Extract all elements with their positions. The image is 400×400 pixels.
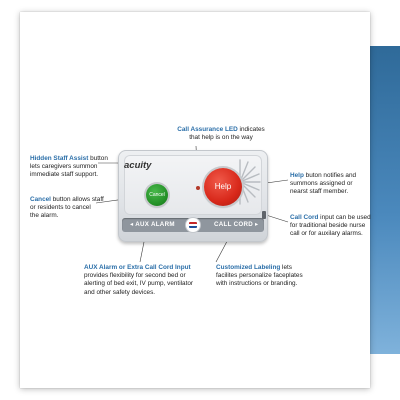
callout-call-cord: Call Cord input can be used for traditio… [290,214,372,239]
callout-led: Call Assurance LED indicates that help i… [166,126,276,142]
callout-hidden-body2: lets caregivers summon [30,163,98,171]
callout-customized-labeling: Customized Labeling lets facilites perso… [216,264,316,289]
cord-line [265,214,289,223]
cancel-button[interactable]: Cancel [146,184,168,206]
callout-help-body2: summons assigned or [290,180,353,188]
callout-cancel-head: Cancel [30,196,51,203]
callout-led-body2: that help is on the way [189,134,253,142]
callout-aux-head: AUX Alarm or Extra Call Cord Input [84,264,191,271]
callout-aux-alarm: AUX Alarm or Extra Call Cord Input provi… [84,264,204,297]
callout-help-body3: nearst staff member. [290,188,349,196]
callout-cancel-body3: the alarm. [30,212,59,220]
callout-cancel: Cancel button allows staff or residents … [30,196,110,221]
callout-hidden-head: Hidden Staff Assist [30,155,89,162]
callout-label-body1: lets [280,264,292,271]
callout-cord-body1: input can be used [318,214,371,221]
callout-cancel-body2: or residents to cancel [30,204,91,212]
callout-hidden-staff-assist: Hidden Staff Assist button lets caregive… [30,155,120,180]
callout-cord-body2: for traditional beside nurse [290,222,366,230]
callout-aux-body3: and other safety devices. [84,288,156,296]
brand-logo-acuity: acuity [124,160,152,171]
callout-help-head: Help [290,172,304,179]
callout-led-head: Call Assurance LED [177,126,238,133]
call-cord-text: CALL CORD [214,221,254,228]
callout-label-body2: facilites personalize faceplates [216,272,303,280]
callout-cancel-body1: button allows staff [50,196,104,203]
flag-badge-icon [186,218,200,232]
callout-aux-body1: provides flexibility for second bed or [84,272,186,280]
call-cord-label: CALL CORD ▸ [214,221,259,228]
callout-hidden-body1: button [88,155,108,162]
aux-alarm-label: ◂ AUX ALARM [130,221,175,228]
callout-cord-body3: call or for auxilary alarms. [290,230,363,238]
callout-led-body1: indicates [237,126,265,133]
callout-cord-head: Call Cord [290,214,319,221]
callout-label-body3: with instructions or branding. [216,280,298,288]
callout-help: Help buton notifies and summons assigned… [290,172,370,197]
callout-label-head: Customized Labeling [216,264,281,271]
call-cord-port [262,211,266,219]
aux-alarm-text: AUX ALARM [135,221,175,228]
blue-side-panel [368,46,400,354]
callout-aux-body2: alerting of bed exit, IV pump, ventilato… [84,280,194,288]
call-assurance-led [196,186,200,190]
help-button[interactable]: Help [204,168,242,206]
callout-hidden-body3: immediate staff support. [30,171,99,179]
callout-help-body1: buton notifies and [303,172,357,179]
